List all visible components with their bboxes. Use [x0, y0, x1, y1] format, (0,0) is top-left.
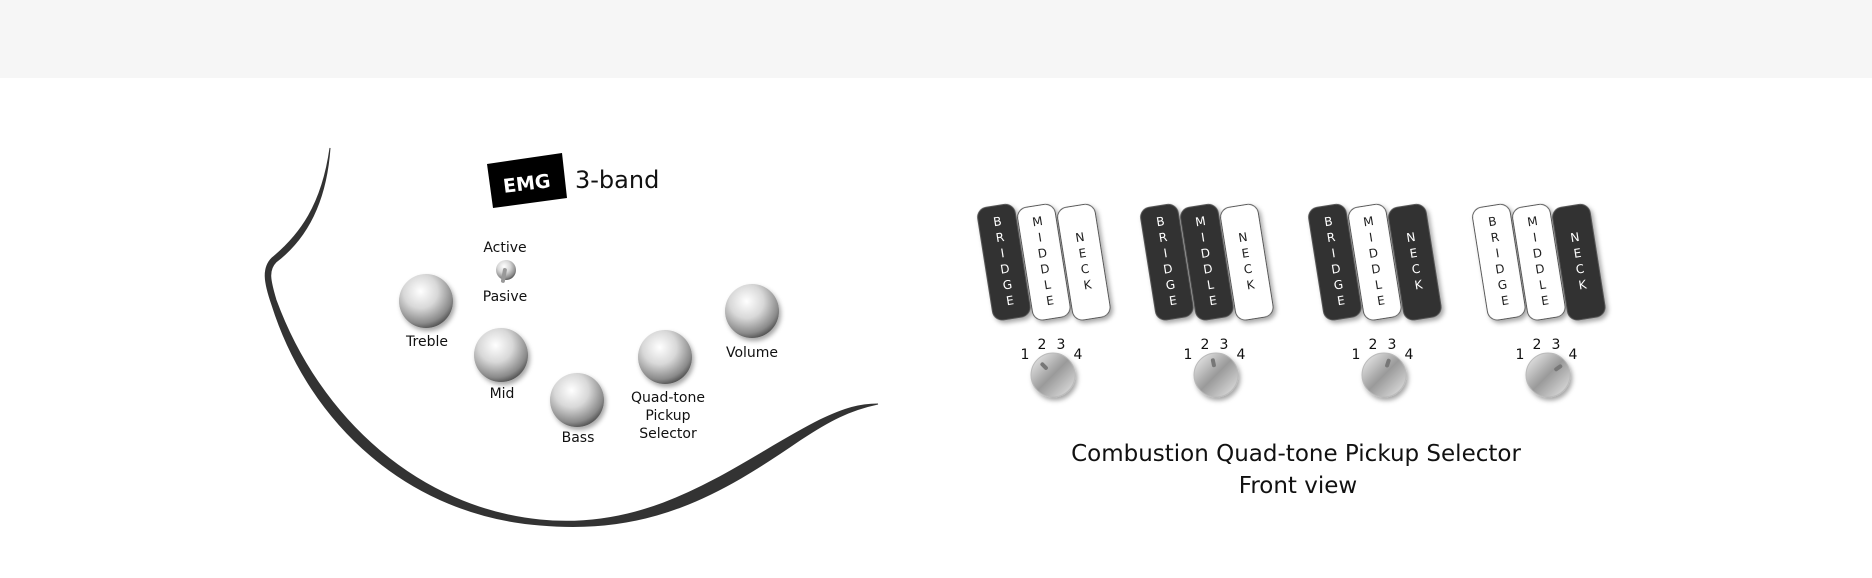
position-number: 1	[1516, 347, 1525, 363]
pickup-bridge: BRIDGE	[1472, 203, 1526, 321]
volume-label: Volume	[726, 345, 778, 361]
caption-title: Combustion Quad-tone Pickup Selector	[1071, 441, 1521, 467]
mid-knob[interactable]	[474, 328, 528, 382]
position-number: 3	[1220, 337, 1229, 353]
quad-tone-label-1: Quad-tone	[631, 390, 705, 406]
quad-tone-label-2: Pickup	[645, 408, 690, 424]
volume-knob[interactable]	[725, 284, 779, 338]
pickup-middle: MIDDLE	[1348, 203, 1402, 321]
toggle-active-label: Active	[483, 240, 526, 256]
position-number: 2	[1369, 337, 1378, 353]
pickup-neck: NECK	[1057, 203, 1111, 321]
bass-label: Bass	[562, 430, 595, 446]
guitar-body-outline	[264, 147, 879, 528]
pickup-middle: MIDDLE	[1017, 203, 1071, 321]
pickup-neck: NECK	[1552, 203, 1606, 321]
quad-tone-knob[interactable]	[638, 330, 692, 384]
position-number: 1	[1184, 347, 1193, 363]
top-band	[0, 0, 1872, 78]
position-number: 3	[1388, 337, 1397, 353]
treble-knob[interactable]	[399, 274, 453, 328]
pickup-selector-knob[interactable]	[1193, 352, 1239, 398]
pickup-bridge: BRIDGE	[1140, 203, 1194, 321]
bass-knob[interactable]	[550, 373, 604, 427]
position-number: 3	[1552, 337, 1561, 353]
pickup-middle: MIDDLE	[1512, 203, 1566, 321]
knob-pointer-icon	[1385, 358, 1391, 368]
pickup-neck: NECK	[1220, 203, 1274, 321]
pickup-selector-knob[interactable]	[1361, 352, 1407, 398]
pickup-neck: NECK	[1388, 203, 1442, 321]
active-passive-toggle[interactable]	[496, 260, 516, 283]
position-number: 4	[1569, 347, 1578, 363]
position-number: 3	[1057, 337, 1066, 353]
knob-pointer-icon	[1040, 362, 1048, 370]
knob-pointer-icon	[1210, 358, 1216, 368]
caption-subtitle: Front view	[1239, 473, 1357, 499]
position-number: 4	[1074, 347, 1083, 363]
treble-label: Treble	[405, 334, 448, 350]
toggle-passive-label: Pasive	[483, 289, 527, 305]
emg-logo: EMG	[487, 153, 567, 208]
pickup-selector-knob[interactable]	[1525, 352, 1571, 398]
position-number: 1	[1352, 347, 1361, 363]
position-number: 4	[1405, 347, 1414, 363]
logo-suffix: 3-band	[575, 166, 659, 194]
position-number: 1	[1021, 347, 1030, 363]
pickup-bridge: BRIDGE	[977, 203, 1031, 321]
pickup-selector-knob[interactable]	[1030, 352, 1076, 398]
position-number: 4	[1237, 347, 1246, 363]
position-number: 2	[1038, 337, 1047, 353]
position-number: 2	[1201, 337, 1210, 353]
quad-tone-label-3: Selector	[639, 426, 697, 442]
pickup-bridge: BRIDGE	[1308, 203, 1362, 321]
position-number: 2	[1533, 337, 1542, 353]
knob-pointer-icon	[1554, 364, 1563, 372]
pickup-middle: MIDDLE	[1180, 203, 1234, 321]
mid-label: Mid	[490, 386, 515, 402]
